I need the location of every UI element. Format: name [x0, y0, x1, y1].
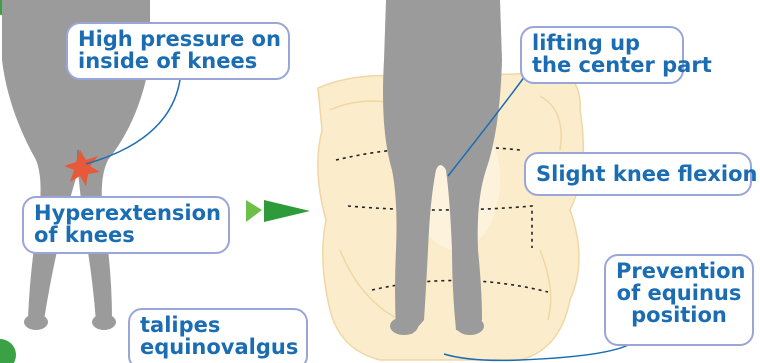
arrow-dark-icon	[264, 200, 310, 222]
pressure-label: High pressure on inside of knees	[66, 22, 290, 80]
lifting-label: lifting up the center part	[520, 26, 684, 84]
talipes-label: talipes equinovalgus	[128, 308, 308, 363]
step-badge-bottom	[0, 339, 16, 363]
arrow-light-icon	[246, 200, 262, 222]
hyperextension-label: Hyperextension of knees	[22, 196, 230, 254]
flexion-label: Slight knee flexion	[524, 152, 752, 196]
prevention-label: Prevention of equinus position	[604, 254, 754, 346]
